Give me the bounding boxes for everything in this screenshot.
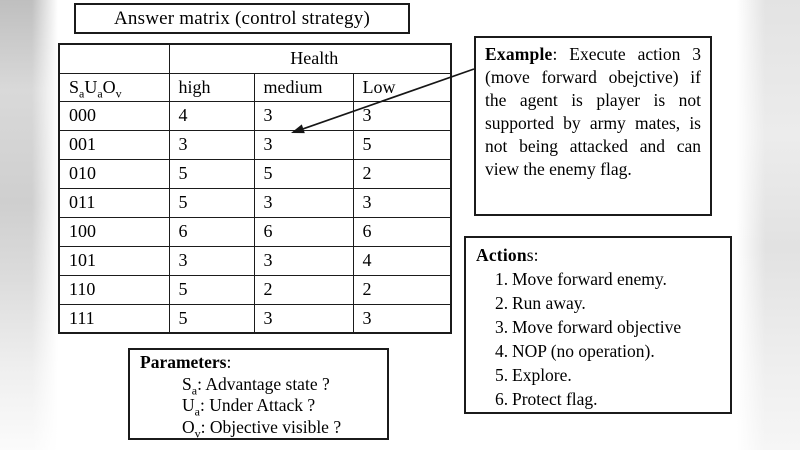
col-header-medium: medium — [253, 72, 354, 102]
cell-value: 3 — [168, 129, 255, 160]
cell-value: 2 — [352, 274, 452, 305]
parameter-item: Sa: Advantage state ? — [182, 373, 330, 397]
cell-value: 5 — [168, 158, 255, 189]
col-header-low: Low — [352, 72, 452, 102]
cell-value: 4 — [168, 100, 255, 131]
row-key: 111 — [58, 303, 170, 334]
table-row: 110 5 2 2 — [58, 274, 452, 305]
action-item: 3.Move forward objective — [495, 317, 682, 337]
cell-value: 3 — [253, 303, 354, 334]
row-key: 001 — [58, 129, 170, 160]
empty-corner-cell — [58, 43, 170, 74]
cell-value: 6 — [168, 216, 255, 247]
cell-value: 3 — [352, 303, 452, 334]
example-callout-box: Example: Execute action 3 (move forward … — [474, 36, 712, 216]
actions-heading: Actions: — [476, 245, 539, 265]
table-header-row-health: Health — [58, 43, 452, 74]
cell-value: 4 — [352, 245, 452, 276]
table-row: 111 5 3 3 — [58, 303, 452, 334]
cell-value: 3 — [253, 129, 354, 160]
example-heading: Example — [485, 44, 553, 64]
cell-value: 5 — [168, 303, 255, 334]
cell-value: 3 — [168, 245, 255, 276]
table-row: 011 5 3 3 — [58, 187, 452, 218]
cell-value: 6 — [352, 216, 452, 247]
left-edge-gradient — [0, 0, 58, 450]
row-key: 000 — [58, 100, 170, 131]
health-header-cell: Health — [168, 43, 452, 74]
cell-value: 5 — [253, 158, 354, 189]
parameters-box: Parameters: Sa: Advantage state ? Ua: Un… — [128, 348, 389, 440]
row-key: 110 — [58, 274, 170, 305]
parameter-item: Ov: Objective visible ? — [182, 416, 342, 440]
action-item: 1.Move forward enemy. — [495, 269, 667, 289]
cell-value: 5 — [168, 274, 255, 305]
table-row: 000 4 3 3 — [58, 100, 452, 131]
table-row: 001 3 3 5 — [58, 129, 452, 160]
parameter-item: Ua: Under Attack ? — [182, 395, 316, 419]
table-header-row-columns: SaUaOv high medium Low — [58, 72, 452, 102]
example-text: : Execute action 3 (move forward obejcti… — [485, 44, 701, 179]
right-edge-gradient — [737, 0, 800, 450]
cell-value: 3 — [253, 245, 354, 276]
row-key: 100 — [58, 216, 170, 247]
table-row: 100 6 6 6 — [58, 216, 452, 247]
parameters-heading: Parameters: — [140, 352, 232, 372]
action-item: 6.Protect flag. — [495, 389, 598, 409]
state-key-header-cell: SaUaOv — [58, 72, 170, 102]
action-item: 4.NOP (no operation). — [495, 341, 655, 361]
cell-value: 3 — [352, 100, 452, 131]
row-key: 011 — [58, 187, 170, 218]
cell-value: 2 — [253, 274, 354, 305]
cell-value: 3 — [253, 100, 354, 131]
cell-value: 5 — [168, 187, 255, 218]
row-key: 010 — [58, 158, 170, 189]
action-item: 5.Explore. — [495, 365, 572, 385]
cell-value: 3 — [253, 187, 354, 218]
answer-matrix-table: Health SaUaOv high medium Low 000 4 3 3 … — [58, 43, 452, 334]
title-box: Answer matrix (control strategy) — [74, 3, 410, 34]
cell-value: 5 — [352, 129, 452, 160]
cell-value: 6 — [253, 216, 354, 247]
table-row: 101 3 3 4 — [58, 245, 452, 276]
table-row: 010 5 5 2 — [58, 158, 452, 189]
page-title: Answer matrix (control strategy) — [114, 7, 370, 29]
action-item: 2.Run away. — [495, 293, 586, 313]
cell-value: 3 — [352, 187, 452, 218]
actions-box: Actions: 1.Move forward enemy. 2.Run awa… — [464, 236, 732, 414]
col-header-high: high — [168, 72, 255, 102]
cell-value: 2 — [352, 158, 452, 189]
row-key: 101 — [58, 245, 170, 276]
